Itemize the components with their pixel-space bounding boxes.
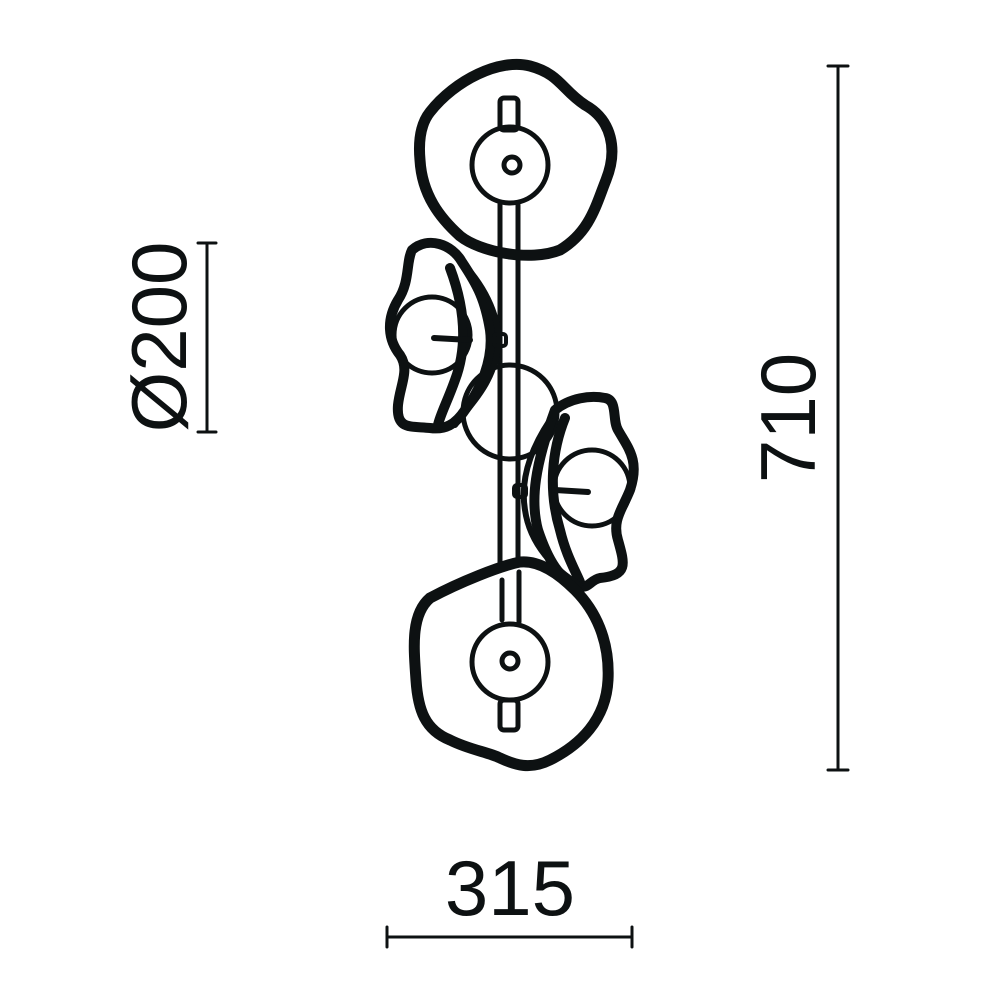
- left-shade: [385, 237, 508, 434]
- width-label: 315: [445, 844, 575, 932]
- bottom-shade: [408, 556, 614, 772]
- dimension-line-width: [385, 925, 634, 949]
- top-shade: [414, 58, 618, 261]
- diameter-label: Ø200: [115, 242, 203, 433]
- height-label: 710: [744, 353, 832, 483]
- dimension-line-diameter: [196, 241, 218, 434]
- central-rod: [497, 202, 521, 568]
- right-shade: [512, 391, 639, 592]
- dimension-line-height: [826, 64, 850, 772]
